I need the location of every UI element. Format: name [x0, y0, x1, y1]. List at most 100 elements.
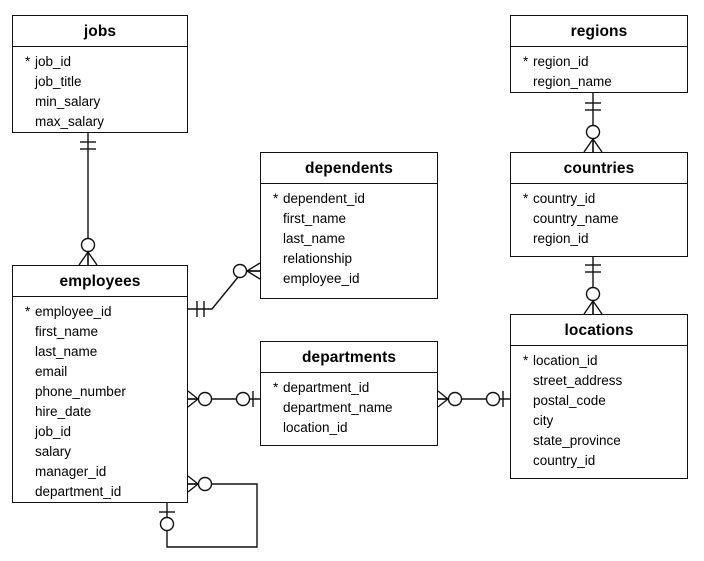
- attribute-row[interactable]: manager_id: [13, 462, 187, 482]
- entity-title-regions: regions: [511, 16, 687, 47]
- attribute-label: relationship: [283, 251, 353, 266]
- attribute-label: department_name: [283, 400, 393, 415]
- attribute-row[interactable]: email: [13, 362, 187, 382]
- crowfoot-bottom: [187, 483, 199, 493]
- attribute-label: last_name: [283, 231, 346, 246]
- attribute-row[interactable]: state_province: [511, 431, 687, 451]
- attribute-row[interactable]: job_id: [13, 422, 187, 442]
- relationship-employees-departments[interactable]: [187, 390, 260, 408]
- attribute-label: salary: [35, 444, 72, 459]
- relationship-departments-locations[interactable]: [437, 390, 510, 408]
- cardinality-zero-circle: [197, 391, 213, 407]
- attribute-row[interactable]: *department_id: [261, 378, 437, 398]
- attribute-row[interactable]: * location_id: [511, 351, 687, 371]
- primary-key-marker-icon: *: [523, 353, 529, 368]
- entity-title-countries: countries: [511, 153, 687, 184]
- entity-departments[interactable]: departments *department_id department_name…: [260, 341, 438, 446]
- crowfoot-right: [592, 300, 603, 315]
- attribute-label: max_salary: [35, 114, 105, 129]
- attribute-label: email: [35, 364, 68, 379]
- primary-key-marker-icon: *: [273, 191, 279, 206]
- link-line: [188, 270, 260, 310]
- entity-title-jobs: jobs: [13, 16, 187, 47]
- attribute-row[interactable]: location_id: [261, 418, 437, 438]
- entity-title-employees: employees: [13, 266, 187, 297]
- attribute-row[interactable]: salary: [13, 442, 187, 462]
- primary-key-marker-icon: *: [25, 54, 31, 69]
- relationship-countries-locations[interactable]: [583, 257, 603, 315]
- attribute-label: department_id: [283, 380, 370, 395]
- attribute-label: country_name: [533, 211, 619, 226]
- entity-countries[interactable]: countries *country_id country_name region_i…: [510, 152, 688, 257]
- attribute-label: hire_date: [35, 404, 92, 419]
- attribute-row[interactable]: *region_id: [511, 52, 687, 72]
- attribute-label: city: [533, 413, 554, 428]
- attribute-row[interactable]: first_name: [13, 322, 187, 342]
- attribute-label: employee_id: [35, 304, 112, 319]
- entity-title-dependents: dependents: [261, 153, 437, 184]
- attribute-label: first_name: [283, 211, 347, 226]
- crowfoot-left: [78, 251, 89, 266]
- attribute-label: phone_number: [35, 384, 126, 399]
- attribute-row[interactable]: job_title: [13, 72, 187, 92]
- attribute-row[interactable]: department_id: [13, 482, 187, 502]
- attribute-label: employee_id: [283, 271, 360, 286]
- relationship-jobs-employees[interactable]: [78, 133, 98, 266]
- cardinality-zero-circle: [585, 286, 601, 302]
- attribute-row[interactable]: first_name: [261, 209, 437, 229]
- attribute-row[interactable]: min_salary: [13, 92, 187, 112]
- cardinality-zero-circle: [447, 391, 463, 407]
- relationship-employees-dependents[interactable]: [188, 262, 261, 317]
- attribute-row[interactable]: region_id: [511, 229, 687, 249]
- cardinality-zero-circle: [585, 124, 601, 140]
- attribute-row[interactable]: *job_id: [13, 52, 187, 72]
- attribute-label: min_salary: [35, 94, 101, 109]
- crowfoot-bottom: [187, 398, 199, 408]
- entity-attributes-departments: *department_id department_name location_id: [261, 373, 437, 445]
- attribute-label: manager_id: [35, 464, 107, 479]
- attribute-row[interactable]: * dependent_id: [261, 189, 437, 209]
- attribute-label: region_name: [533, 74, 612, 89]
- attribute-label: postal_code: [533, 393, 606, 408]
- entity-dependents[interactable]: dependents * dependent_id first_name last_na…: [260, 152, 438, 299]
- attribute-row[interactable]: last_name: [13, 342, 187, 362]
- attribute-row[interactable]: last_name: [261, 229, 437, 249]
- entity-title-departments: departments: [261, 342, 437, 373]
- attribute-label: region_id: [533, 54, 589, 69]
- cardinality-zero-circle-2: [235, 391, 251, 407]
- attribute-label: country_id: [533, 191, 596, 206]
- attribute-label: street_address: [533, 373, 623, 388]
- attribute-row[interactable]: street_address: [511, 371, 687, 391]
- crowfoot-top: [246, 262, 261, 272]
- crowfoot-top: [437, 390, 449, 400]
- attribute-row[interactable]: region_name: [511, 72, 687, 92]
- entity-regions[interactable]: regions *region_id region_name: [510, 15, 688, 93]
- attribute-row[interactable]: postal_code: [511, 391, 687, 411]
- attribute-row[interactable]: relationship: [261, 249, 437, 269]
- entity-attributes-dependents: * dependent_id first_name last_name relation…: [261, 184, 437, 296]
- attribute-label: region_id: [533, 231, 589, 246]
- attribute-row[interactable]: *country_id: [511, 189, 687, 209]
- attribute-label: location_id: [533, 353, 598, 368]
- cardinality-zero-circle: [197, 476, 213, 492]
- attribute-row[interactable]: * employee_id: [13, 302, 187, 322]
- attribute-row[interactable]: country_name: [511, 209, 687, 229]
- relationship-regions-countries[interactable]: [583, 93, 603, 153]
- attribute-label: state_province: [533, 433, 621, 448]
- cardinality-zero-circle: [80, 237, 96, 253]
- attribute-row[interactable]: hire_date: [13, 402, 187, 422]
- attribute-row[interactable]: employee_id: [261, 269, 437, 289]
- attribute-label: dependent_id: [283, 191, 365, 206]
- attribute-row[interactable]: max_salary: [13, 112, 187, 132]
- primary-key-marker-icon: *: [25, 304, 31, 319]
- attribute-row[interactable]: country_id: [511, 451, 687, 471]
- attribute-row[interactable]: phone_number: [13, 382, 187, 402]
- attribute-row[interactable]: department_name: [261, 398, 437, 418]
- attribute-row[interactable]: city: [511, 411, 687, 431]
